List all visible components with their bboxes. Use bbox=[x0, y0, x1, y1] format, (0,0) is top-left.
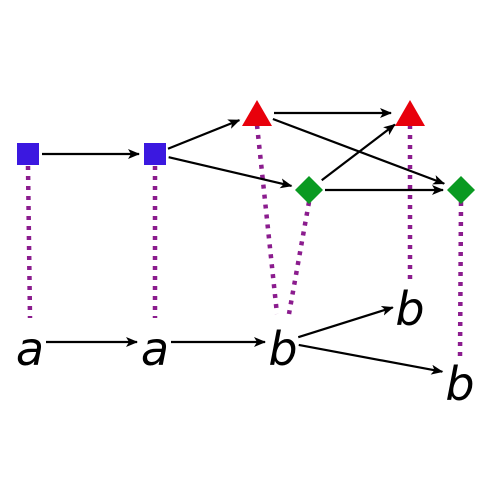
node-label-l1: a bbox=[16, 322, 44, 376]
node-n3-triangle bbox=[242, 100, 272, 126]
edges-layer bbox=[42, 108, 446, 375]
node-n2-square bbox=[144, 143, 166, 165]
dotted-link-n4-l3 bbox=[286, 201, 312, 315]
edge-l3-l4 bbox=[297, 305, 394, 339]
dotted-links-layer bbox=[25, 124, 464, 359]
node-n1-square bbox=[17, 143, 39, 165]
node-label-l3: b bbox=[268, 322, 297, 376]
node-n5-triangle bbox=[395, 100, 425, 126]
node-label-l4: b bbox=[395, 282, 424, 336]
node-n6-diamond bbox=[447, 176, 475, 204]
dotted-link-n6-l5 bbox=[457, 201, 464, 359]
node-n4-diamond bbox=[295, 176, 323, 204]
edge-n4-n5 bbox=[321, 123, 396, 182]
edge-n2-n4 bbox=[168, 156, 293, 189]
edge-n2-n3 bbox=[167, 119, 241, 150]
node-label-l2: a bbox=[141, 322, 169, 376]
node-label-l5: b bbox=[445, 357, 474, 411]
edge-l3-l5 bbox=[298, 343, 444, 375]
nodes-layer bbox=[17, 100, 475, 204]
dotted-link-n1-l1 bbox=[25, 165, 33, 319]
dotted-link-n3-l3 bbox=[254, 124, 280, 315]
